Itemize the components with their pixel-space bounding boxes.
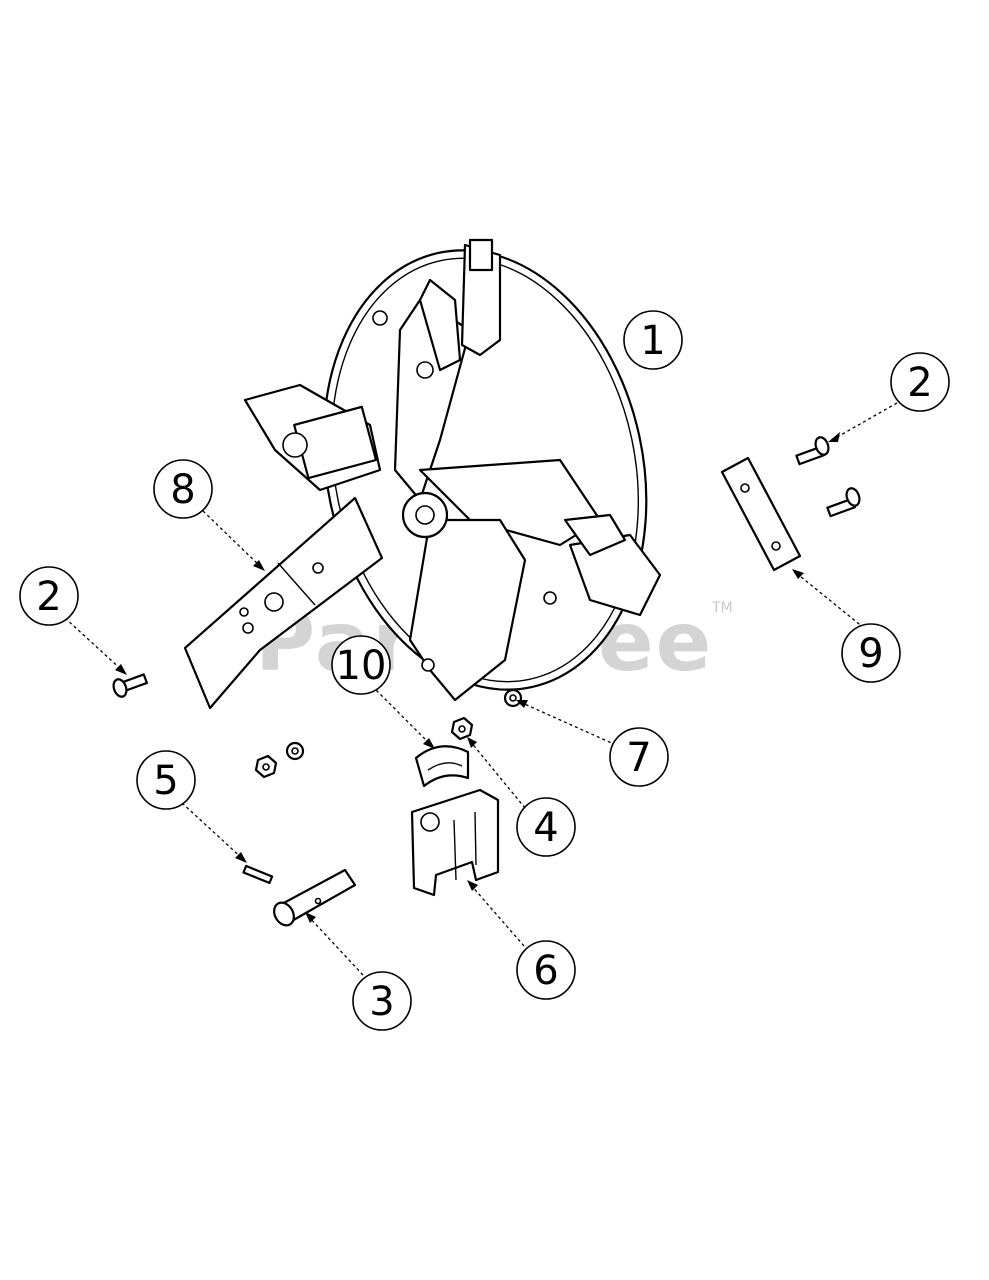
part-clevis-pin: [273, 868, 357, 927]
callout-9-label: 9: [858, 631, 883, 677]
callout-6: 6: [516, 940, 576, 1000]
callout-10: 10: [331, 635, 391, 695]
part-nuts: [254, 688, 523, 779]
part-blade: [183, 496, 384, 710]
leader-lines: [64, 402, 898, 976]
callout-4-label: 4: [533, 805, 558, 851]
callout-9: 9: [841, 623, 901, 683]
callout-7: 7: [609, 727, 669, 787]
screw-right-top: [795, 436, 830, 466]
callout-6-label: 6: [533, 948, 558, 994]
part-screws: [112, 436, 861, 698]
screw-right-bottom: [826, 487, 861, 518]
callout-5-label: 5: [153, 758, 178, 804]
part-main-wheel-assembly: [243, 238, 662, 702]
part-cotter-pin: [242, 864, 274, 885]
part-holder-clip: [410, 788, 500, 897]
callout-1-label: 1: [640, 318, 665, 364]
callout-2-right: 2: [890, 352, 950, 412]
callout-3: 3: [352, 971, 412, 1031]
callout-8: 8: [153, 459, 213, 519]
callout-1: 1: [623, 310, 683, 370]
callout-3-label: 3: [369, 979, 394, 1025]
callout-8-label: 8: [170, 467, 195, 513]
part-bushing: [414, 745, 470, 788]
screw-left: [112, 673, 148, 698]
callout-2-left-label: 2: [36, 574, 61, 620]
callout-10-label: 10: [336, 643, 387, 689]
callout-2-right-label: 2: [907, 360, 932, 406]
part-plate: [720, 456, 802, 572]
watermark-trademark: TM: [711, 600, 733, 616]
callout-7-label: 7: [626, 735, 651, 781]
callout-4: 4: [516, 797, 576, 857]
callout-5: 5: [136, 750, 196, 810]
callout-2-left: 2: [19, 566, 79, 626]
